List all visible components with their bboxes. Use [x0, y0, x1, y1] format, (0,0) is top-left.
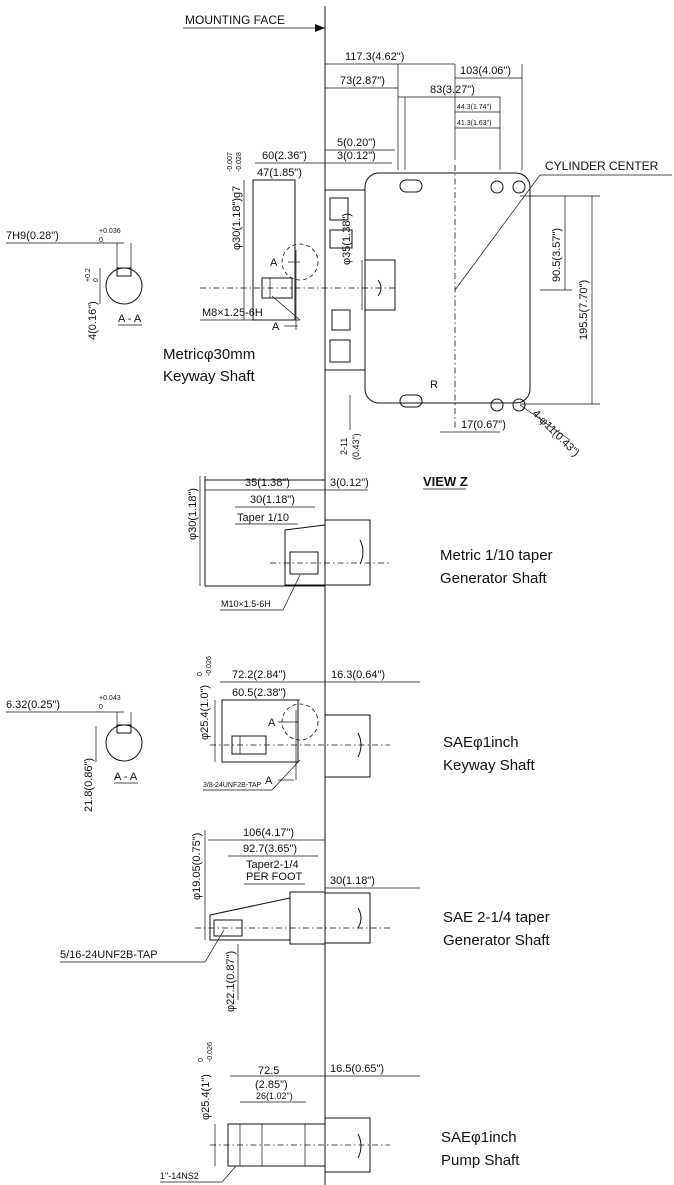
- metric-key-width: 7H9(0.28"): [6, 230, 59, 242]
- sae-pump-l1: 72.5: [258, 1065, 279, 1077]
- metric-key-depth: 4(0.16"): [87, 301, 99, 340]
- metric-taper-drawing: 35(1.38") 30(1.18") 3(0.12") Taper 1/10 …: [187, 476, 553, 611]
- sae-section-arrow-bottom: A: [265, 775, 273, 787]
- metric-taper-label: Taper 1/10: [237, 512, 289, 524]
- metric-dia-tol-low: -0.028: [236, 152, 243, 172]
- cylinder-center-label: CYLINDER CENTER: [545, 159, 659, 173]
- view-z-height-1: 90.5(3.57"): [551, 228, 563, 282]
- metric-depth-tol-up: +0.2: [85, 268, 92, 282]
- sae-keyway-caption-1: SAEφ1inch: [443, 734, 519, 751]
- dim-73: 73(2.87"): [340, 75, 385, 87]
- sae-pump-dia-tol-up: 0: [198, 1058, 205, 1062]
- sae-keyway-dia-tol-up: 0: [197, 672, 204, 676]
- sae-pump-drawing: 72.5 (2.85") 16.5(0.65") 26(1.02") φ25.4…: [160, 1042, 520, 1183]
- metric-keyway-caption-2: Keyway Shaft: [163, 368, 256, 385]
- sae-keyway-caption-2: Keyway Shaft: [443, 757, 536, 774]
- sae-section-label: A - A: [114, 771, 138, 783]
- sae-keyway-drawing: 72.2(2.84") 16.3(0.64") 60.5(2.38") A A …: [197, 656, 536, 791]
- metric-taper-l1: 35(1.38"): [245, 477, 290, 489]
- mounting-face-label: MOUNTING FACE: [185, 13, 285, 27]
- sae-keyway-thread: 3/8-24UNF2B-TAP: [203, 782, 262, 789]
- sae-section-arrow-top: A: [268, 717, 276, 729]
- metric-taper-caption-1: Metric 1/10 taper: [440, 547, 553, 564]
- sae-pump-l1b: (2.85"): [255, 1079, 288, 1091]
- sae-taper-dia: φ19.05(0.75"): [191, 833, 203, 900]
- view-z-drawing: CYLINDER CENTER 90.5(3.57") 195.5(7.70")…: [339, 159, 672, 490]
- dim-117-3: 117.3(4.62"): [345, 51, 404, 63]
- sae-taper-caption-2: Generator Shaft: [443, 932, 551, 949]
- metric-section-aa: 7H9(0.28") +0.036 0 4(0.16") +0.2 0 A - …: [6, 228, 143, 340]
- view-z-dim-0-43: (0.43"): [351, 433, 361, 460]
- sae-taper-thread: 5/16-24UNF2B-TAP: [60, 949, 158, 961]
- sae-taper-caption-1: SAE 2-1/4 taper: [443, 909, 550, 926]
- view-z-dim-17: 17(0.67"): [461, 419, 506, 431]
- sae-keyway-dia: φ25.4(1.0"): [199, 685, 211, 740]
- sae-taper-l1: 106(4.17"): [243, 827, 294, 839]
- sae-pump-caption-2: Pump Shaft: [441, 1152, 520, 1169]
- metric-taper-thread: M10×1.5-6H: [221, 599, 271, 609]
- sae-keyway-l2: 16.3(0.64"): [331, 669, 385, 681]
- sae-keyway-l3: 60.5(2.38"): [232, 687, 286, 699]
- metric-taper-caption-2: Generator Shaft: [440, 570, 548, 587]
- sae-taper-label-2: PER FOOT: [246, 871, 303, 883]
- sae-pump-l3: 26(1.02"): [256, 1091, 293, 1101]
- mounting-face-group: MOUNTING FACE: [183, 6, 326, 1185]
- sae-pump-caption-1: SAEφ1inch: [441, 1129, 517, 1146]
- view-z-dim-2-11: 2-11: [339, 438, 349, 455]
- mounting-face-arrow: [315, 24, 325, 32]
- metric-dia-tol-up: -0.007: [227, 152, 234, 172]
- metric-section-arrow-bottom: A: [272, 321, 280, 333]
- sae-pump-l2: 16.5(0.65"): [330, 1063, 384, 1075]
- metric-depth-tol-low: 0: [93, 278, 100, 282]
- metric-section-label: A - A: [118, 313, 142, 325]
- metric-taper-l3: 3(0.12"): [330, 477, 369, 489]
- metric-key-tol-low: 0: [99, 237, 103, 244]
- metric-dia-group: φ30(1.18")g7 -0.007 -0.028: [227, 152, 243, 250]
- sae-taper-drawing: 106(4.17") 92.7(3.65") Taper2-1/4 PER FO…: [60, 827, 551, 1012]
- dim-103: 103(4.06"): [460, 65, 511, 77]
- sae-keyway-l1: 72.2(2.84"): [232, 669, 286, 681]
- sae-taper-dia2: φ22.1(0.87"): [225, 951, 237, 1012]
- sae-pump-dia-tol-low: -0.026: [207, 1042, 214, 1062]
- sae-pump-dia: φ25.4(1"): [200, 1074, 212, 1120]
- view-z-holes: 4-φ11(0.43"): [530, 408, 582, 460]
- sae-key-depth: 21.8(0.86"): [83, 758, 95, 812]
- dim-44-3: 44.3(1.74"): [457, 104, 491, 111]
- sae-pump-thread: 1"-14NS2: [160, 1171, 199, 1181]
- top-dimensions: 117.3(4.62") 103(4.06") 73(2.87") 83(3.2…: [253, 51, 523, 181]
- sae-key-tol-low: 0: [99, 704, 103, 711]
- sae-taper-l2: 92.7(3.65"): [243, 843, 297, 855]
- metric-dia: φ30(1.18")g7: [231, 186, 243, 250]
- dim-47: 47(1.85"): [257, 167, 302, 179]
- sae-section-aa: 6.32(0.25") +0.043 0 21.8(0.86") A - A: [6, 695, 143, 812]
- metric-taper-l2: 30(1.18"): [250, 494, 295, 506]
- metric-taper-dia: φ30(1.18"): [187, 488, 199, 540]
- sae-taper-label-1: Taper2-1/4: [246, 859, 299, 871]
- metric-thread-label: M8×1.25-6H: [202, 307, 263, 319]
- view-z-label: VIEW Z: [423, 474, 468, 489]
- view-z-height-2: 195.5(7.70"): [578, 280, 590, 340]
- dim-60: 60(2.36"): [262, 150, 307, 162]
- metric-section-arrow-top: A: [270, 257, 278, 269]
- sae-key-tol-up: +0.043: [99, 695, 121, 702]
- view-z-radius: R: [430, 379, 438, 391]
- dim-3: 3(0.12"): [337, 150, 376, 162]
- dim-5: 5(0.20"): [337, 137, 376, 149]
- dim-83: 83(3.27"): [430, 84, 475, 96]
- metric-key-tol-up: +0.036: [99, 228, 121, 235]
- sae-keyway-dia-tol-low: -0.026: [206, 656, 213, 676]
- sae-taper-l3: 30(1.18"): [330, 875, 375, 887]
- sae-key-width: 6.32(0.25"): [6, 699, 60, 711]
- metric-keyway-caption-1: Metricφ30mm: [163, 346, 255, 363]
- metric-inner-dia: φ35(1.38"): [341, 213, 353, 265]
- metric-keyway-drawing: A A M8×1.25-6H φ30(1.18")g7 -0.007 -0.02…: [163, 152, 396, 385]
- dim-41-3: 41.3(1.63"): [457, 120, 491, 127]
